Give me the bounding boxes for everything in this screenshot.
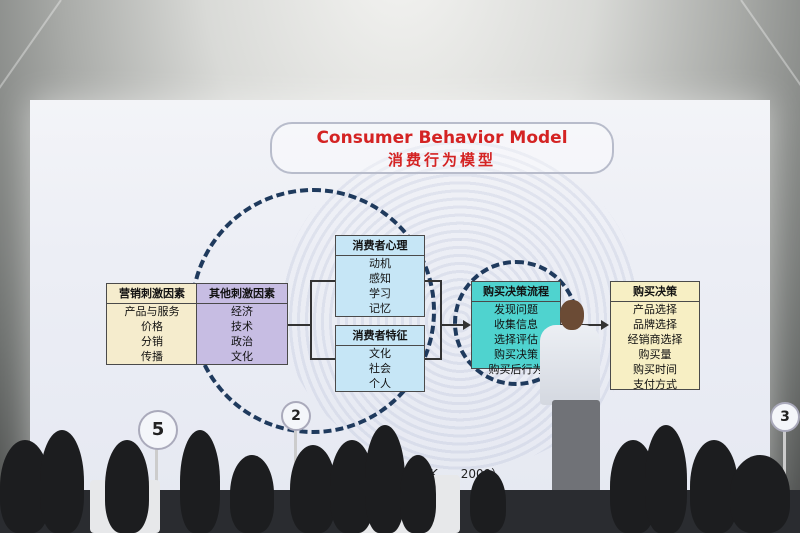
slide-title-en: Consumer Behavior Model xyxy=(316,128,568,148)
table-number-sign-right: 3 xyxy=(770,402,800,432)
box-item: 购买时间 xyxy=(633,363,677,376)
connector-right-top xyxy=(423,280,441,282)
speaker-head xyxy=(560,300,584,330)
box-item: 文化 xyxy=(369,347,391,360)
audience-head xyxy=(645,425,687,533)
box-item: 经销商选择 xyxy=(627,333,683,346)
table-number-sign-left: 5 xyxy=(138,410,178,450)
box-item: 购买决策 xyxy=(494,348,538,361)
audience-head xyxy=(180,430,220,533)
audience-head xyxy=(290,445,336,533)
box-header: 其他刺激因素 xyxy=(197,284,287,304)
box-item: 选择评估 xyxy=(494,333,538,346)
sign-pole-right xyxy=(783,425,786,485)
box-item: 感知 xyxy=(369,272,391,285)
slide-title: Consumer Behavior Model 消费行为模型 xyxy=(270,122,614,174)
audience-head xyxy=(730,455,790,533)
connector-bottom xyxy=(310,358,335,360)
box-item: 文化 xyxy=(231,350,253,363)
audience-head xyxy=(470,470,506,533)
connector-right-bottom xyxy=(423,358,441,360)
arrow-to-process xyxy=(463,320,471,330)
box-item: 分销 xyxy=(141,335,163,348)
sign-pole-middle xyxy=(294,425,297,475)
marketing-stimuli-box: 营销刺激因素 产品与服务 价格 分销 传播 xyxy=(106,283,198,365)
box-item: 技术 xyxy=(231,320,253,333)
slide-title-zh: 消费行为模型 xyxy=(387,151,496,169)
connector-to-process xyxy=(440,324,464,326)
box-item: 社会 xyxy=(369,362,391,375)
box-item: 购买量 xyxy=(638,348,672,361)
table-number-sign-middle: 2 xyxy=(281,401,311,431)
connector-vertical xyxy=(310,280,312,360)
connector-top xyxy=(310,280,335,282)
audience-head xyxy=(400,455,436,533)
box-item: 支付方式 xyxy=(633,378,677,391)
arrow-to-decision xyxy=(601,320,609,330)
box-item: 学习 xyxy=(369,287,391,300)
box-header: 购买决策 xyxy=(611,282,699,302)
purchase-decision-box: 购买决策 产品选择 品牌选择 经销商选择 购买量 购买时间 支付方式 xyxy=(610,281,700,391)
box-item: 经济 xyxy=(231,305,253,318)
audience-head xyxy=(105,440,149,533)
box-header: 购买决策流程 xyxy=(472,282,560,302)
audience-head xyxy=(40,430,84,533)
speaker-legs xyxy=(552,400,600,500)
box-item: 记忆 xyxy=(369,302,391,315)
box-item: 政治 xyxy=(231,335,253,348)
box-item: 产品与服务 xyxy=(124,305,180,318)
sign-pole-left xyxy=(155,440,158,490)
consumer-traits-box: 消费者特征 文化 社会 个人 xyxy=(335,325,425,392)
box-item: 发现问题 xyxy=(494,303,538,316)
connector-right-vertical xyxy=(440,280,442,360)
speaker-torso xyxy=(540,325,600,405)
box-header: 消费者心理 xyxy=(336,236,424,256)
box-item: 品牌选择 xyxy=(633,318,677,331)
audience-head xyxy=(365,425,405,533)
box-item: 产品选择 xyxy=(633,303,677,316)
other-stimuli-box: 其他刺激因素 经济 技术 政治 文化 xyxy=(196,283,288,365)
projection-screen: Consumer Behavior Model 消费行为模型 营销刺激因素 产品… xyxy=(30,100,770,500)
box-item: 价格 xyxy=(141,320,163,333)
box-header: 消费者特征 xyxy=(336,326,424,346)
box-item: 传播 xyxy=(141,350,163,363)
consumer-psychology-box: 消费者心理 动机 感知 学习 记忆 xyxy=(335,235,425,317)
box-header: 营销刺激因素 xyxy=(107,284,197,304)
box-item: 动机 xyxy=(369,257,391,270)
audience-head xyxy=(230,455,274,533)
connector-main xyxy=(286,324,311,326)
box-item: 购买后行为 xyxy=(488,363,544,376)
box-item: 收集信息 xyxy=(494,318,538,331)
box-item: 个人 xyxy=(369,377,391,390)
